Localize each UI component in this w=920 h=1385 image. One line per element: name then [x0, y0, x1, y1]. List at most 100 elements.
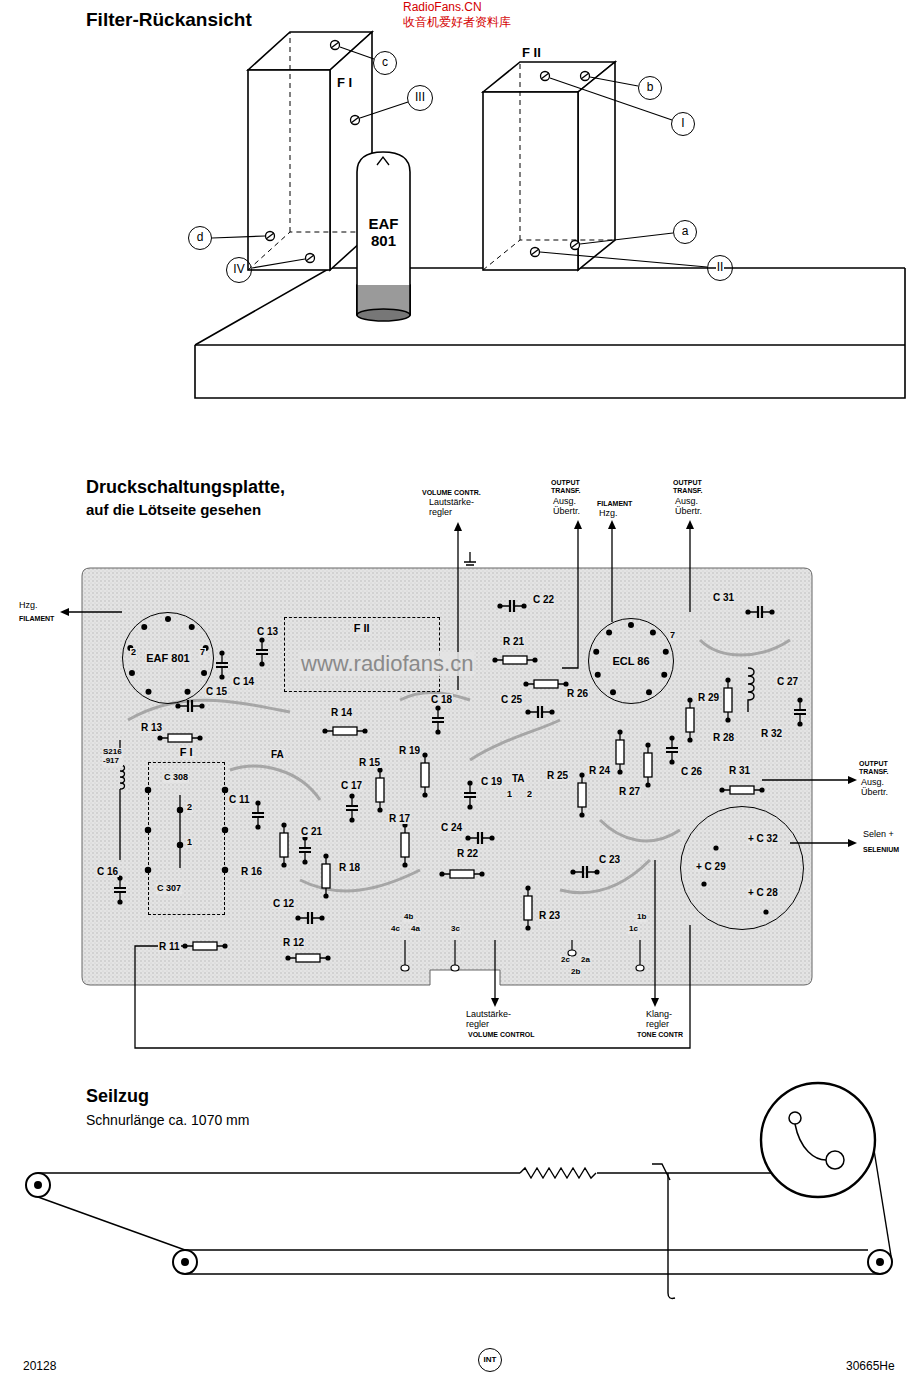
solder-pad: [523, 681, 528, 686]
component-label: C 13: [256, 626, 279, 637]
wire-annotation: Selen +: [862, 830, 895, 840]
copper-track: [300, 870, 420, 891]
component-label: C 15: [205, 686, 228, 697]
switch-contact: [451, 965, 459, 971]
filter-coil: [177, 807, 182, 812]
solder-pad: [759, 787, 764, 792]
component-label: FA: [270, 749, 285, 760]
leader-line: [252, 259, 305, 268]
can-pin: [701, 881, 706, 886]
solder-pad: [349, 817, 354, 822]
pin-number: 4b: [403, 913, 414, 922]
capacitor-symbol: [465, 832, 494, 844]
resistor-body: [534, 680, 558, 688]
solder-pad: [797, 697, 802, 702]
solder-pad: [362, 728, 367, 733]
solder-pad: [323, 893, 328, 898]
arrow-head: [454, 522, 462, 531]
callout-text: b: [646, 81, 655, 94]
leader-line: [590, 77, 638, 86]
callout-circle: a: [673, 220, 697, 244]
component-label: R 29: [697, 692, 720, 703]
socket-pin: [593, 622, 669, 695]
component-label: C 19: [480, 776, 503, 787]
component-label: C 307: [156, 884, 182, 894]
solder-pad: [617, 729, 622, 734]
wire: [654, 860, 655, 1003]
dial-cord: [874, 1150, 892, 1262]
solder-pad: [579, 772, 584, 777]
arrow-head: [60, 520, 857, 1007]
callout-text: ECL 86: [611, 655, 650, 667]
screw: [571, 241, 580, 250]
watermark: RadioFans.CN: [402, 1, 483, 14]
solder-pad: [525, 885, 530, 890]
component-label: R 27: [618, 786, 641, 797]
screw: [541, 72, 550, 81]
screw: [306, 254, 315, 263]
shelf: [195, 344, 905, 346]
component-name: F II: [353, 622, 371, 634]
leader-line: [540, 252, 707, 267]
wire-annotation: TONE CONTR: [636, 1031, 684, 1039]
solder-pad: [492, 657, 497, 662]
solder-pad: [323, 853, 328, 858]
resistor-symbol: [523, 680, 568, 688]
component-body: F II: [483, 62, 618, 270]
shelf: [195, 268, 905, 398]
component-label: R 31: [728, 765, 751, 776]
component-label: C 23: [598, 854, 621, 865]
wire-annotation: OUTPUT TRANSF.: [550, 479, 582, 494]
resistor-symbol: [401, 822, 409, 867]
solder-pad: [725, 677, 730, 682]
component-label: R 15: [358, 757, 381, 768]
screw: [541, 73, 549, 79]
solder-pad: [465, 835, 470, 840]
solder-pad: [117, 899, 122, 904]
resistor-symbol: [182, 942, 227, 950]
resistor-symbol: [724, 677, 732, 722]
resistor-body: [401, 833, 409, 857]
pulley: [173, 1250, 197, 1274]
solder-pad: [497, 603, 502, 608]
dial-drum: [795, 1124, 826, 1160]
pin-number: 7: [669, 631, 676, 641]
capacitor-lead: [437, 708, 438, 732]
solder-pad: [175, 703, 180, 708]
solder-pad: [745, 609, 750, 614]
resistor-body: [322, 864, 330, 888]
dial-cord: [185, 1249, 868, 1250]
arrow-head: [608, 520, 616, 529]
screw: [351, 117, 359, 123]
component-label: C 31: [712, 592, 735, 603]
switch-contact: [639, 940, 640, 965]
resistor-body: [333, 727, 357, 735]
wire: [762, 779, 853, 780]
arrow-head: [651, 998, 659, 1007]
wire-annotation: FILAMENT: [596, 500, 633, 508]
watermark: 收音机爱好者资料库: [402, 16, 512, 29]
resistor-body: [280, 833, 288, 857]
component-label: R 17: [388, 813, 411, 824]
wire-annotation: OUTPUT TRANSF.: [858, 760, 890, 775]
resistor-symbol: [644, 742, 652, 787]
capacitor-lead: [298, 917, 322, 918]
capacitor-plate: [464, 793, 476, 797]
capacitor-symbol: [432, 705, 444, 734]
wire-annotation: VOLUME CONTROL: [467, 1031, 536, 1039]
component-body: F I: [248, 30, 372, 275]
filter-coil: [222, 787, 227, 792]
pin-number: 2c: [560, 956, 571, 965]
capacitor-symbol: [295, 912, 324, 924]
component-name: + C 29: [695, 861, 727, 872]
resistor-symbol: [524, 885, 532, 930]
resistor-body: [644, 753, 652, 777]
component-label: R 32: [760, 728, 783, 739]
wire-annotation: Lautstärke- regler: [428, 498, 475, 518]
wire-annotation: Lautstärke- regler: [465, 1010, 512, 1030]
wire: [135, 925, 690, 1048]
solder-pad: [319, 915, 324, 920]
copper-track: [600, 820, 680, 841]
socket-pin: [189, 624, 195, 630]
